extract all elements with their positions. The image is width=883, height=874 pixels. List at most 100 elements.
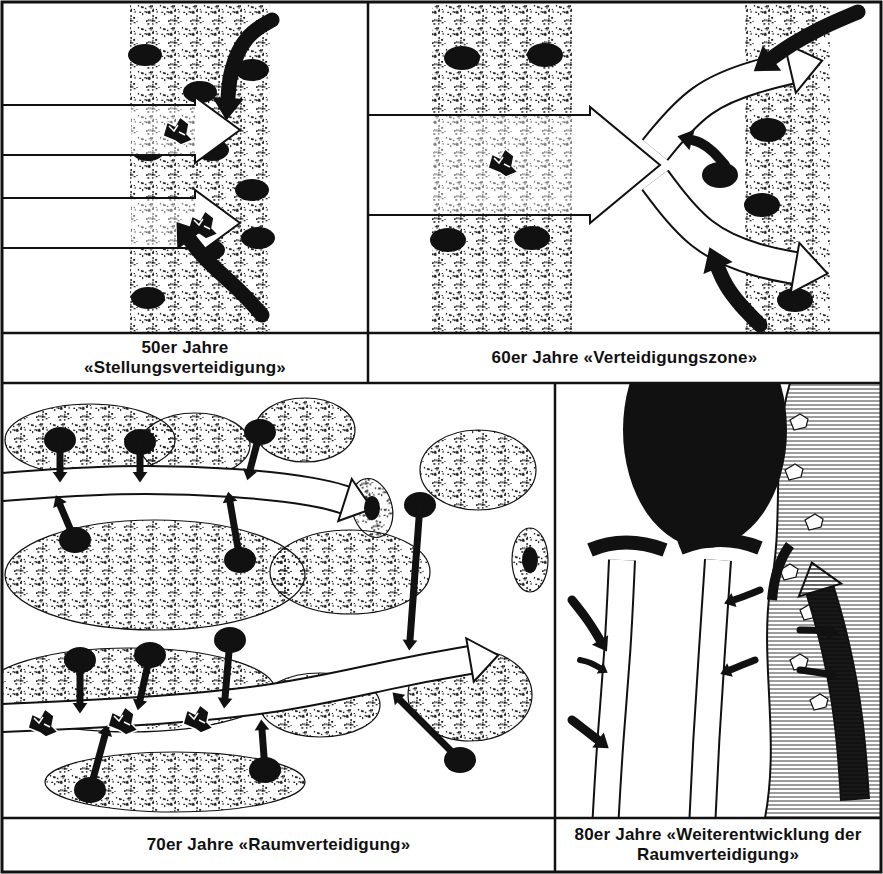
debris-crack [189,713,205,723]
caption-box: 70er Jahre «Raumverteidigung» [3,819,554,871]
arrow-stipple [433,116,572,214]
position-blob [430,228,466,252]
position-blob [623,383,787,548]
debris-crack [494,157,510,167]
caption-box: 50er Jahre «Stellungsverteidigung» [3,334,367,382]
position-blob [128,44,162,66]
attack-arrow [90,735,105,790]
position-blob [241,227,275,249]
caption-box: 80er Jahre «Weiterentwicklung der Raumve… [556,819,880,871]
arrow-head [724,593,736,607]
position-blob [444,46,480,70]
defence-area [5,520,305,630]
defence-area [420,430,536,510]
caption-text: 60er Jahre «Verteidigungszone» [492,348,758,368]
arrow-head [720,663,733,677]
panel-1970s [2,398,548,812]
arrow-head [592,733,608,749]
arrow-head [218,697,233,708]
attack-arrow [60,505,75,540]
panel-1950s [2,2,275,333]
debris-crack [114,715,130,725]
caption-text: 80er Jahre «Weiterentwicklung der Raumve… [566,825,870,864]
attack-arrow [572,720,598,740]
advance-outline [655,68,790,150]
debris-crack [169,125,185,135]
panel-divider [554,383,557,872]
panel-divider [2,817,881,820]
arrow-head [53,472,68,483]
advance-arrow [820,590,855,800]
attack-arrow [250,432,260,470]
arrow-head [403,639,418,650]
attack-arrow [730,660,755,670]
arrow-head [177,222,203,249]
position-blob [235,179,269,201]
advance-arrow [655,180,795,268]
arrow-head [212,97,243,121]
blocking-bracket [772,545,790,600]
panel-divider [2,332,881,335]
advance-arrow [2,190,240,256]
island [805,514,823,530]
arrow-head [133,698,147,710]
arrow-head [677,130,694,150]
attack-arrow [400,700,460,760]
island [790,414,808,430]
panel-divider [2,382,881,385]
attack-arrow [800,630,828,632]
panel-1960s [368,2,858,333]
position-blob [514,226,550,250]
advance-outline [2,480,345,500]
caption-text: 70er Jahre «Raumverteidigung» [147,835,411,855]
advance-arrow [702,560,718,818]
arrow-head [592,635,608,651]
advance-outline [702,560,718,818]
destroyed-unit [163,117,193,145]
attack-arrow [692,140,725,165]
arrow-head [827,667,838,682]
destroyed-unit [183,705,213,733]
destroyed-unit [108,707,138,735]
position-blob [527,43,563,67]
caption-text: 50er Jahre «Stellungsverteidigung» [65,338,305,377]
defence-area [270,530,430,614]
destroyed-unit [28,709,58,737]
position-blob [750,118,786,142]
arrow-stipple [131,106,195,154]
attack-arrow [718,268,760,325]
attack-arrow [572,600,600,640]
position-blob [744,193,780,217]
attack-arrow [410,505,420,640]
arrow-head [53,495,67,508]
attack-arrow [800,670,828,674]
advance-outline [655,180,795,268]
arrow-head [133,472,148,483]
island [785,464,803,480]
attack-arrow [230,502,240,560]
attack-arrow [580,660,600,668]
attack-arrow [772,12,858,58]
defence-zone [432,2,572,333]
arrow-head [466,638,498,682]
arrow-head [791,243,828,293]
arrow-head [754,45,781,71]
attack-arrow [137,442,144,472]
arrow-head [73,703,88,714]
attack-arrow [225,640,230,698]
position-blob [364,496,380,520]
blocking-bracket [590,543,665,551]
defence-area [512,528,548,592]
attack-arrow [228,20,272,98]
arrow-head [799,563,841,597]
attack-arrow [262,730,265,770]
arrow-head [255,720,270,731]
arrow-head [703,247,732,274]
attack-arrow [77,660,84,703]
arrow-head [597,663,608,674]
advance-arrow [2,97,240,163]
caption-box: 60er Jahre «Verteidigungszone» [369,334,880,382]
